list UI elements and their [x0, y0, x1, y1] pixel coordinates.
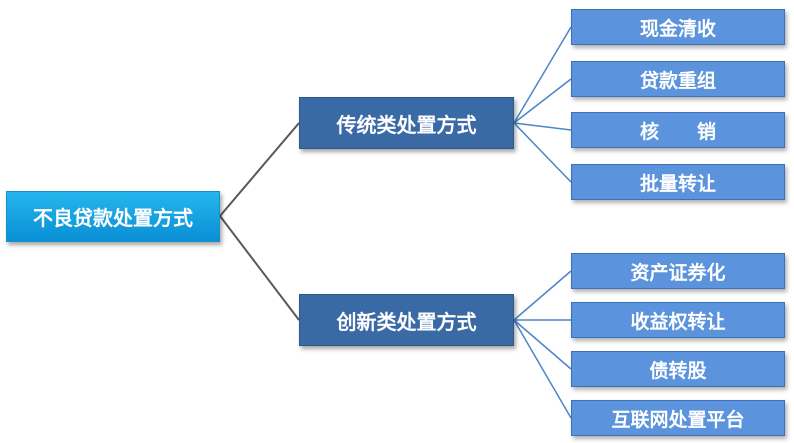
- connector-innovative-item-3: [513, 319, 572, 370]
- item-bulk-transfer: 批量转让: [571, 164, 785, 200]
- connector-root-traditional: [219, 122, 300, 217]
- item-internet-platform: 互联网处置平台: [571, 400, 785, 436]
- item-debt-to-equity: 债转股: [571, 351, 785, 387]
- root-node: 不良贷款处置方式: [6, 191, 220, 242]
- connector-innovative-item-1: [513, 270, 572, 321]
- category-traditional: 传统类处置方式: [299, 97, 514, 149]
- item-cash-collection: 现金清收: [571, 9, 785, 45]
- connector-root-innovative: [219, 215, 300, 321]
- item-write-off: 核 销: [571, 112, 785, 148]
- connector-traditional-item-4: [513, 122, 572, 183]
- connector-traditional-item-3: [513, 122, 572, 131]
- item-loan-restructuring: 贷款重组: [571, 61, 785, 97]
- item-securitization: 资产证券化: [571, 253, 785, 289]
- connector-traditional-item-1: [513, 26, 572, 124]
- category-innovative: 创新类处置方式: [299, 294, 514, 346]
- item-income-right-transfer: 收益权转让: [571, 302, 785, 338]
- connector-traditional-item-2: [513, 78, 572, 124]
- connector-innovative-item-4: [513, 319, 572, 419]
